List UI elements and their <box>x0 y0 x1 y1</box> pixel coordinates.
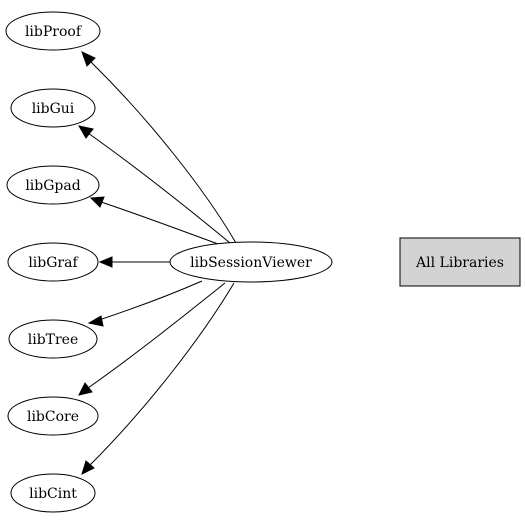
node-libgraf-label: libGraf <box>28 255 79 271</box>
node-libsessionviewer-label: libSessionViewer <box>190 255 312 271</box>
arrowhead-libgui <box>77 125 94 139</box>
node-libcint[interactable]: libCint <box>10 473 96 513</box>
node-libgui-label: libGui <box>32 101 75 117</box>
node-libtree[interactable]: libTree <box>8 319 98 359</box>
node-libproof-shape <box>5 11 101 51</box>
edge-to-libgui <box>87 132 231 244</box>
node-libtree-label: libTree <box>28 332 79 348</box>
edge-to-libproof <box>90 61 237 244</box>
node-libtree-shape <box>8 319 98 359</box>
all-libraries-shape <box>399 237 521 287</box>
node-libgui-shape <box>10 88 96 128</box>
node-libgraf[interactable]: libGraf <box>7 242 99 282</box>
edge-to-libcore <box>87 282 226 389</box>
node-libcore-shape <box>7 396 99 436</box>
node-libsessionviewer-shape <box>169 241 333 283</box>
arrowhead-libcint <box>81 460 95 475</box>
all-libraries-label: All Libraries <box>415 255 504 271</box>
node-libgpad-label: libGpad <box>25 178 80 194</box>
node-libproof[interactable]: libProof <box>5 11 101 51</box>
node-libcint-shape <box>10 473 96 513</box>
node-libgpad-shape <box>6 165 100 205</box>
node-libcore[interactable]: libCore <box>7 396 99 436</box>
node-libgraf-shape <box>7 242 99 282</box>
arrowhead-libgpad <box>89 196 105 208</box>
arrowhead-libgraf <box>98 256 113 268</box>
node-libgpad[interactable]: libGpad <box>6 165 100 205</box>
edge-to-libtree <box>98 280 203 321</box>
node-libcint-label: libCint <box>29 486 77 502</box>
arrowhead-libcore <box>78 382 93 396</box>
arrowhead-libtree <box>87 315 104 327</box>
edges <box>77 51 237 475</box>
all-libraries-box[interactable]: All Libraries <box>399 237 521 287</box>
node-libsessionviewer[interactable]: libSessionViewer <box>169 241 333 283</box>
edge-to-libgpad <box>100 201 219 245</box>
node-libcore-label: libCore <box>27 409 79 425</box>
node-libgui[interactable]: libGui <box>10 88 96 128</box>
node-libproof-label: libProof <box>25 24 83 40</box>
arrowhead-libproof <box>81 51 96 67</box>
edge-to-libcint <box>89 282 235 466</box>
